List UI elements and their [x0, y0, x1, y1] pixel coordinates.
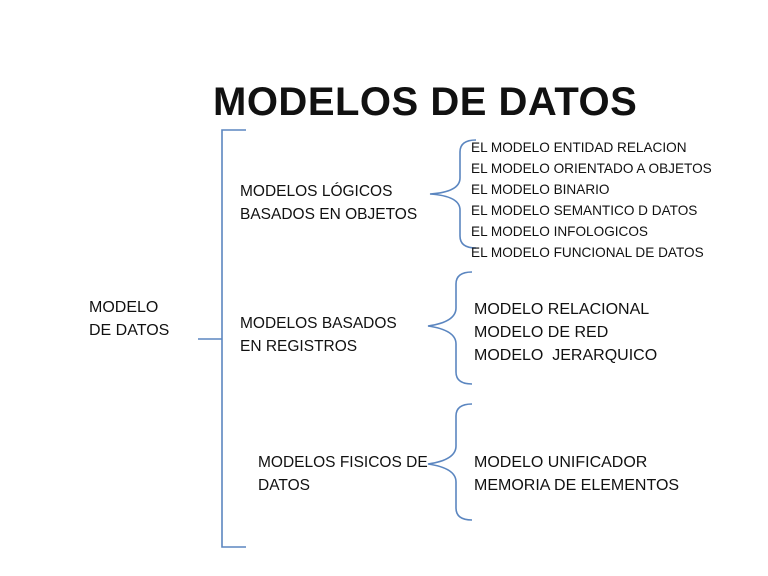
root-line-1: MODELO: [89, 299, 159, 316]
list-item: EL MODELO SEMANTICO D DATOS: [471, 203, 698, 218]
list-fisicos: MODELO UNIFICADOR MEMORIA DE ELEMENTOS: [474, 451, 679, 497]
list-item: EL MODELO FUNCIONAL DE DATOS: [471, 245, 704, 260]
list-item: MODELO RELACIONAL: [474, 301, 650, 318]
list-item: EL MODELO BINARIO: [471, 182, 610, 197]
list-item: MODELO DE RED: [474, 324, 609, 341]
brace-logicos: [429, 139, 477, 249]
category-registros: MODELOS BASADOS EN REGISTROS: [240, 312, 397, 358]
page-title: MODELOS DE DATOS: [213, 80, 638, 124]
brace-fisicos: [427, 403, 473, 521]
category-fisicos-line-2: DATOS: [258, 477, 310, 494]
list-item: EL MODELO ENTIDAD RELACION: [471, 140, 687, 155]
category-logicos: MODELOS LÓGICOS BASADOS EN OBJETOS: [240, 180, 417, 226]
list-item: MODELO UNIFICADOR: [474, 454, 648, 471]
category-registros-line-1: MODELOS BASADOS: [240, 315, 397, 332]
brace-registros: [427, 271, 473, 385]
category-registros-line-2: EN REGISTROS: [240, 338, 358, 355]
list-item: MEMORIA DE ELEMENTOS: [474, 477, 680, 494]
list-logicos: EL MODELO ENTIDAD RELACION EL MODELO ORI…: [471, 137, 712, 263]
category-logicos-line-1: MODELOS LÓGICOS: [240, 183, 393, 200]
list-item: MODELO JERARQUICO: [474, 347, 658, 364]
root-node: MODELO DE DATOS: [89, 296, 169, 342]
category-fisicos-line-1: MODELOS FISICOS DE: [258, 454, 428, 471]
list-item: EL MODELO INFOLOGICOS: [471, 224, 649, 239]
category-logicos-line-2: BASADOS EN OBJETOS: [240, 206, 418, 223]
category-fisicos: MODELOS FISICOS DE DATOS: [258, 451, 428, 497]
root-line-2: DE DATOS: [89, 322, 170, 339]
list-item: EL MODELO ORIENTADO A OBJETOS: [471, 161, 712, 176]
list-registros: MODELO RELACIONAL MODELO DE RED MODELO J…: [474, 298, 657, 367]
